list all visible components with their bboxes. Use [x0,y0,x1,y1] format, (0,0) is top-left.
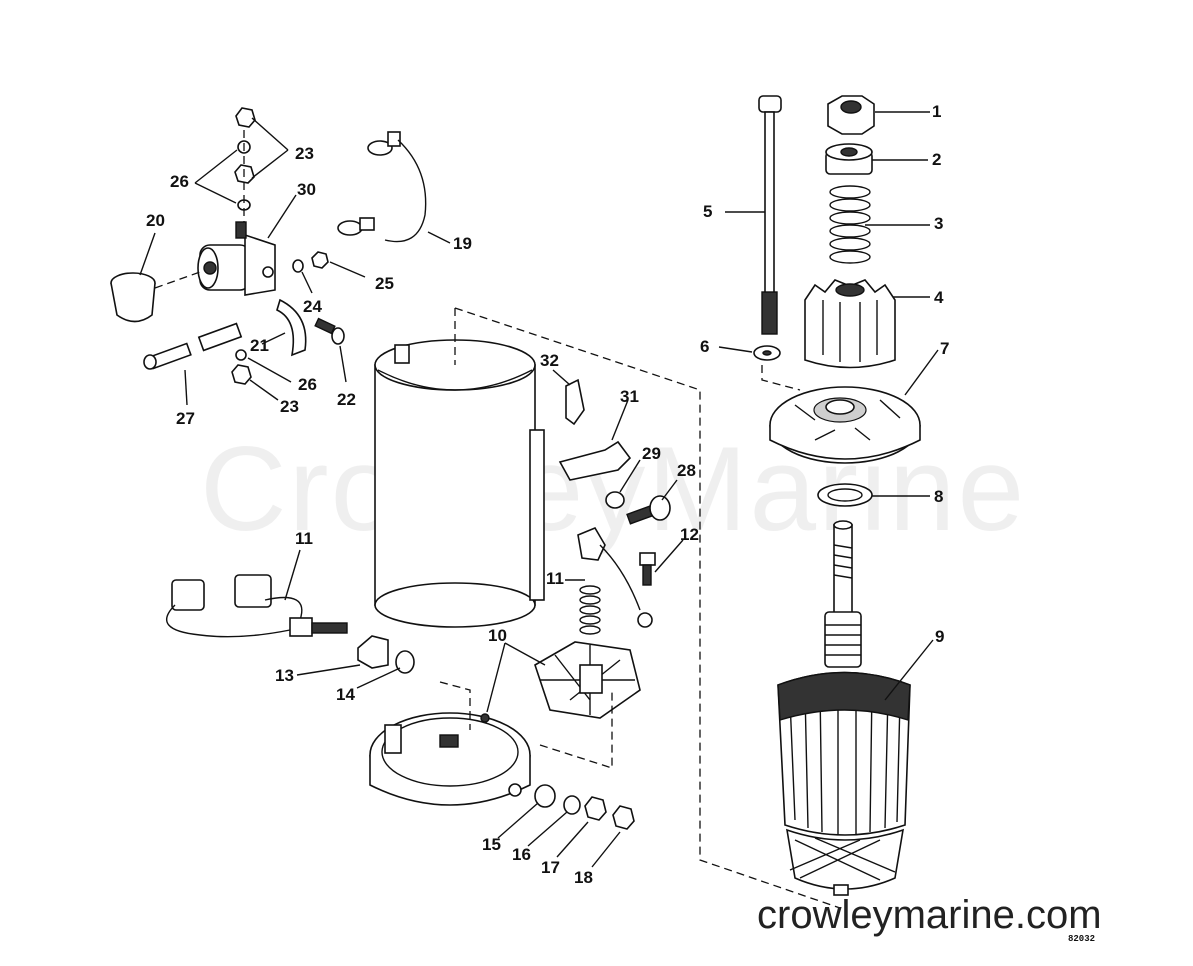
callout-18: 18 [574,868,593,887]
callout-3: 3 [934,214,944,233]
end-cap [369,712,531,806]
washer-14 [395,650,415,674]
callout-7: 7 [940,339,950,358]
washer-15 [534,784,556,808]
callout-6: 6 [700,337,710,356]
brush-center-11 [577,526,653,635]
clip-32 [565,378,585,426]
callout-14: 14 [336,685,355,704]
cable-19 [337,131,427,243]
callout-16: 16 [512,845,531,864]
callout-5: 5 [703,202,713,221]
spacer-2 [825,143,873,175]
callout-25: 25 [375,274,394,293]
callout-1: 1 [932,102,942,121]
solenoid-30 [197,221,276,296]
callout-27: 27 [176,409,195,428]
field-frame [374,339,545,628]
callout-21: 21 [250,336,269,355]
nut-1 [827,95,875,135]
callout-22: 22 [337,390,356,409]
callout-19: 19 [453,234,472,253]
site-url: crowleymarine.com [757,893,1102,937]
brush-holder-10 [534,641,641,719]
callout-26-top: 26 [170,172,189,191]
nut-25 [311,251,329,269]
callout-23-top: 23 [295,144,314,163]
callout-9: 9 [935,627,945,646]
screw-12 [639,552,656,586]
callout-2: 2 [932,150,942,169]
callout-11-left: 11 [295,529,313,548]
spring-3 [829,185,871,264]
callout-26-low: 26 [298,375,317,394]
callout-20: 20 [146,211,165,230]
armature-9 [777,520,911,896]
nut-18 [612,805,635,830]
callout-4: 4 [934,288,944,307]
callout-10: 10 [488,626,507,645]
callout-12: 12 [680,525,699,544]
callout-30: 30 [297,180,316,199]
callout-11-center: 11 [546,569,564,588]
lockwasher-29 [605,491,625,509]
nut-23-top [235,107,256,128]
end-frame-7 [769,386,921,464]
insulator-13 [357,635,389,669]
through-bolt [758,95,782,335]
callout-29: 29 [642,444,661,463]
callout-13: 13 [275,666,294,685]
screw-22 [314,317,345,345]
lockwasher-16 [563,795,581,815]
diagram-code: 82032 [1068,934,1096,944]
boot-20 [110,272,156,323]
bracket-31 [558,440,632,481]
callout-31: 31 [620,387,639,406]
washer-8 [817,483,873,507]
washer-26-low [235,349,247,361]
nut-23-low [231,364,252,385]
callout-23-low: 23 [280,397,299,416]
washer-24 [292,259,304,273]
brush-left-11 [165,574,348,638]
callout-17: 17 [541,858,560,877]
pinion-4 [804,279,896,369]
callout-24: 24 [303,297,322,316]
stud-27 [143,322,243,370]
screw-28 [626,495,671,525]
callout-15: 15 [482,835,501,854]
callout-28: 28 [677,461,696,480]
nut-17 [584,796,607,821]
callout-8: 8 [934,487,944,506]
bracket-21 [276,298,307,357]
callout-32: 32 [540,351,559,370]
